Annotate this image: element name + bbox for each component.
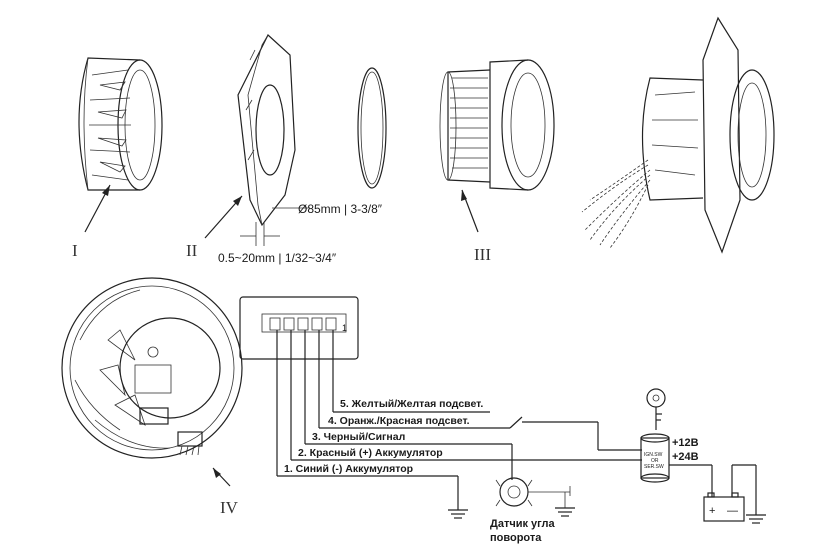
threaded-nut-illustration <box>439 59 555 191</box>
connector-pin-1-label: 1 <box>342 323 347 333</box>
panel-illustration <box>237 34 296 227</box>
battery-wire <box>669 464 757 515</box>
switch-label-ign: IGN.SW <box>644 452 663 458</box>
ground-symbol-1 <box>448 509 468 519</box>
wire-2-label: 2. Красный (+) Аккумулятор <box>298 447 443 459</box>
gauge-body-illustration <box>78 57 163 191</box>
steering-angle-sensor-illustration <box>495 477 571 508</box>
thickness-dimension-marks <box>240 222 280 246</box>
voltage-12v-label: +12B <box>672 437 699 449</box>
wire-1-label: 1. Синий (-) Аккумулятор <box>284 463 413 475</box>
part-2-pointer <box>204 195 243 239</box>
part-2-label: II <box>186 241 198 260</box>
voltage-24v-label: +24B <box>672 451 699 463</box>
key-icon <box>646 388 666 430</box>
part-1-pointer <box>84 184 111 233</box>
battery-minus-label: — <box>727 505 738 517</box>
ground-symbol-2 <box>555 507 575 517</box>
panel-thickness-label: 0.5~20mm | 1/32~3/4″ <box>218 251 337 265</box>
ground-symbol-3 <box>746 514 766 524</box>
switch-label-ser: SER.SW <box>644 464 664 470</box>
ignition-switch <box>640 433 670 483</box>
part-3-label: III <box>474 245 491 264</box>
assembled-gauge-illustration <box>581 16 775 254</box>
switch-label-or: OR <box>651 458 659 464</box>
wire-5-label: 5. Желтый/Желтая подсвет. <box>340 398 483 410</box>
wire-4 <box>318 330 642 451</box>
battery-plus-label: + <box>709 505 715 517</box>
wire-3 <box>304 330 513 480</box>
wire-5 <box>332 330 490 413</box>
part-1-label: I <box>72 241 78 260</box>
part-3-pointer <box>461 189 479 233</box>
wire-2 <box>290 330 642 461</box>
battery-icon <box>703 492 745 522</box>
wire-3-label: 3. Черный/Сигнал <box>312 431 405 443</box>
hole-diameter-label: Ø85mm | 3-3/8″ <box>298 202 383 216</box>
part-4-pointer <box>212 467 231 487</box>
gauge-rear-view-illustration <box>61 277 243 459</box>
part-4-label: IV <box>220 498 239 517</box>
connector-block <box>239 296 359 360</box>
wire-4-label: 4. Оранж./Красная подсвет. <box>328 415 470 427</box>
sensor-label-line-1: Датчик угла <box>490 518 555 530</box>
o-ring-illustration <box>357 67 387 189</box>
sensor-label-line-2: поворота <box>490 532 542 544</box>
wire-1 <box>276 330 459 510</box>
